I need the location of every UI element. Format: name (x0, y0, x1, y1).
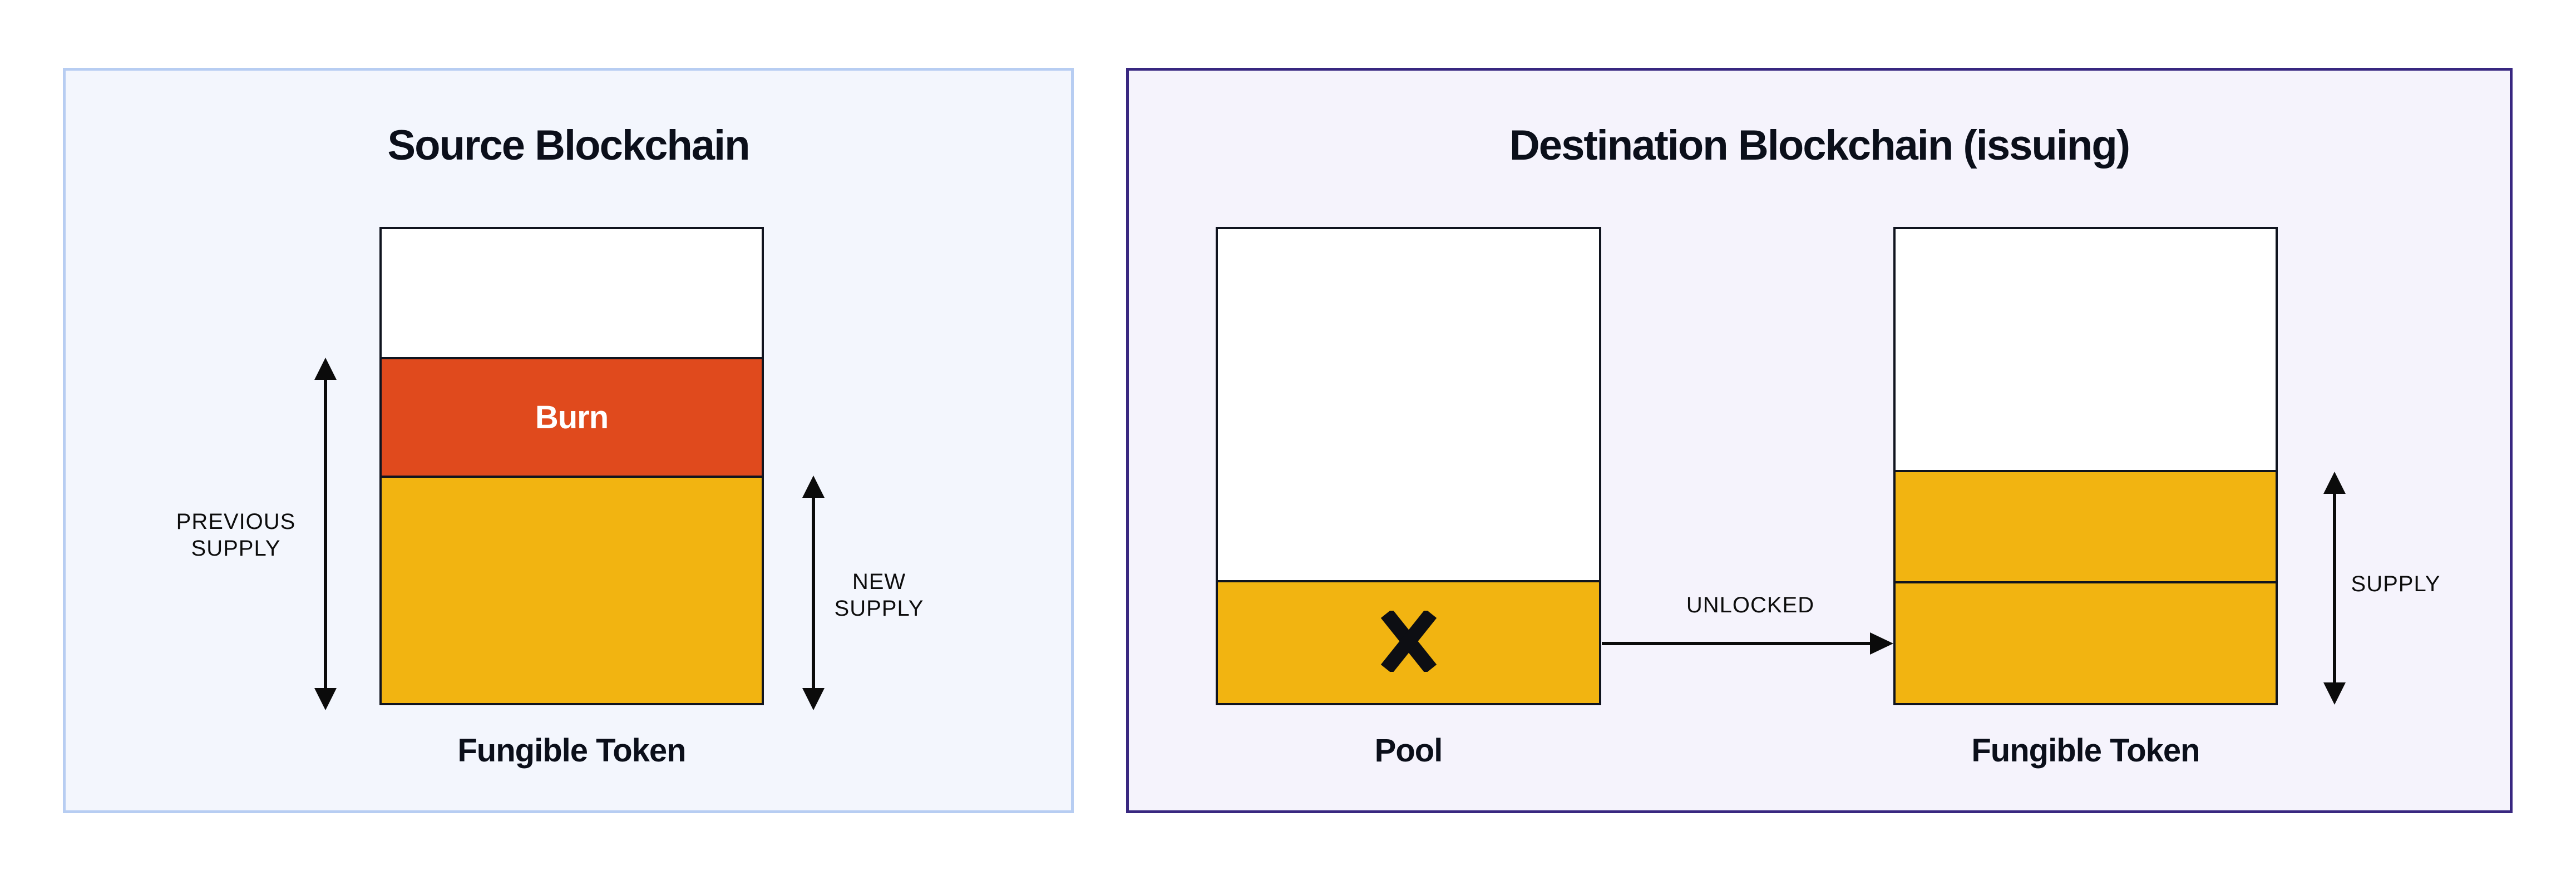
destination-token-caption: Fungible Token (1971, 732, 2200, 769)
unlocked-arrow-icon (1602, 631, 1893, 656)
new-supply-arrow-icon (801, 476, 826, 710)
supply-arrow-icon (2322, 472, 2347, 705)
destination-blockchain-panel: Destination Blockchain (issuing) Pool UN… (1126, 68, 2513, 813)
destination-panel-title: Destination Blockchain (issuing) (1509, 122, 2130, 169)
destination-token-bar (1893, 227, 2278, 705)
previous-supply-label-line2: SUPPLY (191, 536, 281, 561)
source-token-bar: Burn (379, 227, 764, 705)
source-token-supply-segment (382, 476, 762, 703)
new-supply-label-line1: NEW (852, 570, 906, 594)
unlocked-label: UNLOCKED (1686, 593, 1815, 617)
burn-label: Burn (535, 399, 609, 435)
new-supply-label: NEW SUPPLY (790, 568, 968, 622)
pool-locked-segment (1218, 580, 1599, 703)
pool-empty-segment (1218, 229, 1599, 580)
source-token-empty-segment (382, 229, 762, 357)
destination-token-empty-segment (1896, 229, 2276, 470)
burn-segment: Burn (382, 357, 762, 476)
new-supply-label-line2: SUPPLY (834, 596, 924, 621)
previous-supply-label: PREVIOUS SUPPLY (147, 508, 325, 562)
source-panel-title: Source Blockchain (387, 122, 750, 169)
previous-supply-label-line1: PREVIOUS (176, 509, 296, 534)
previous-supply-arrow-icon (313, 358, 338, 710)
destination-token-unlocked-segment (1896, 581, 2276, 703)
source-blockchain-panel: Source Blockchain Burn PREVIOUS SUPPLY N… (63, 68, 1074, 813)
x-mark-icon (1378, 608, 1439, 675)
destination-token-upper-segment (1896, 470, 2276, 581)
pool-bar (1216, 227, 1601, 705)
pool-caption: Pool (1374, 732, 1443, 769)
source-token-caption: Fungible Token (457, 732, 686, 769)
supply-label: SUPPLY (2351, 572, 2441, 596)
